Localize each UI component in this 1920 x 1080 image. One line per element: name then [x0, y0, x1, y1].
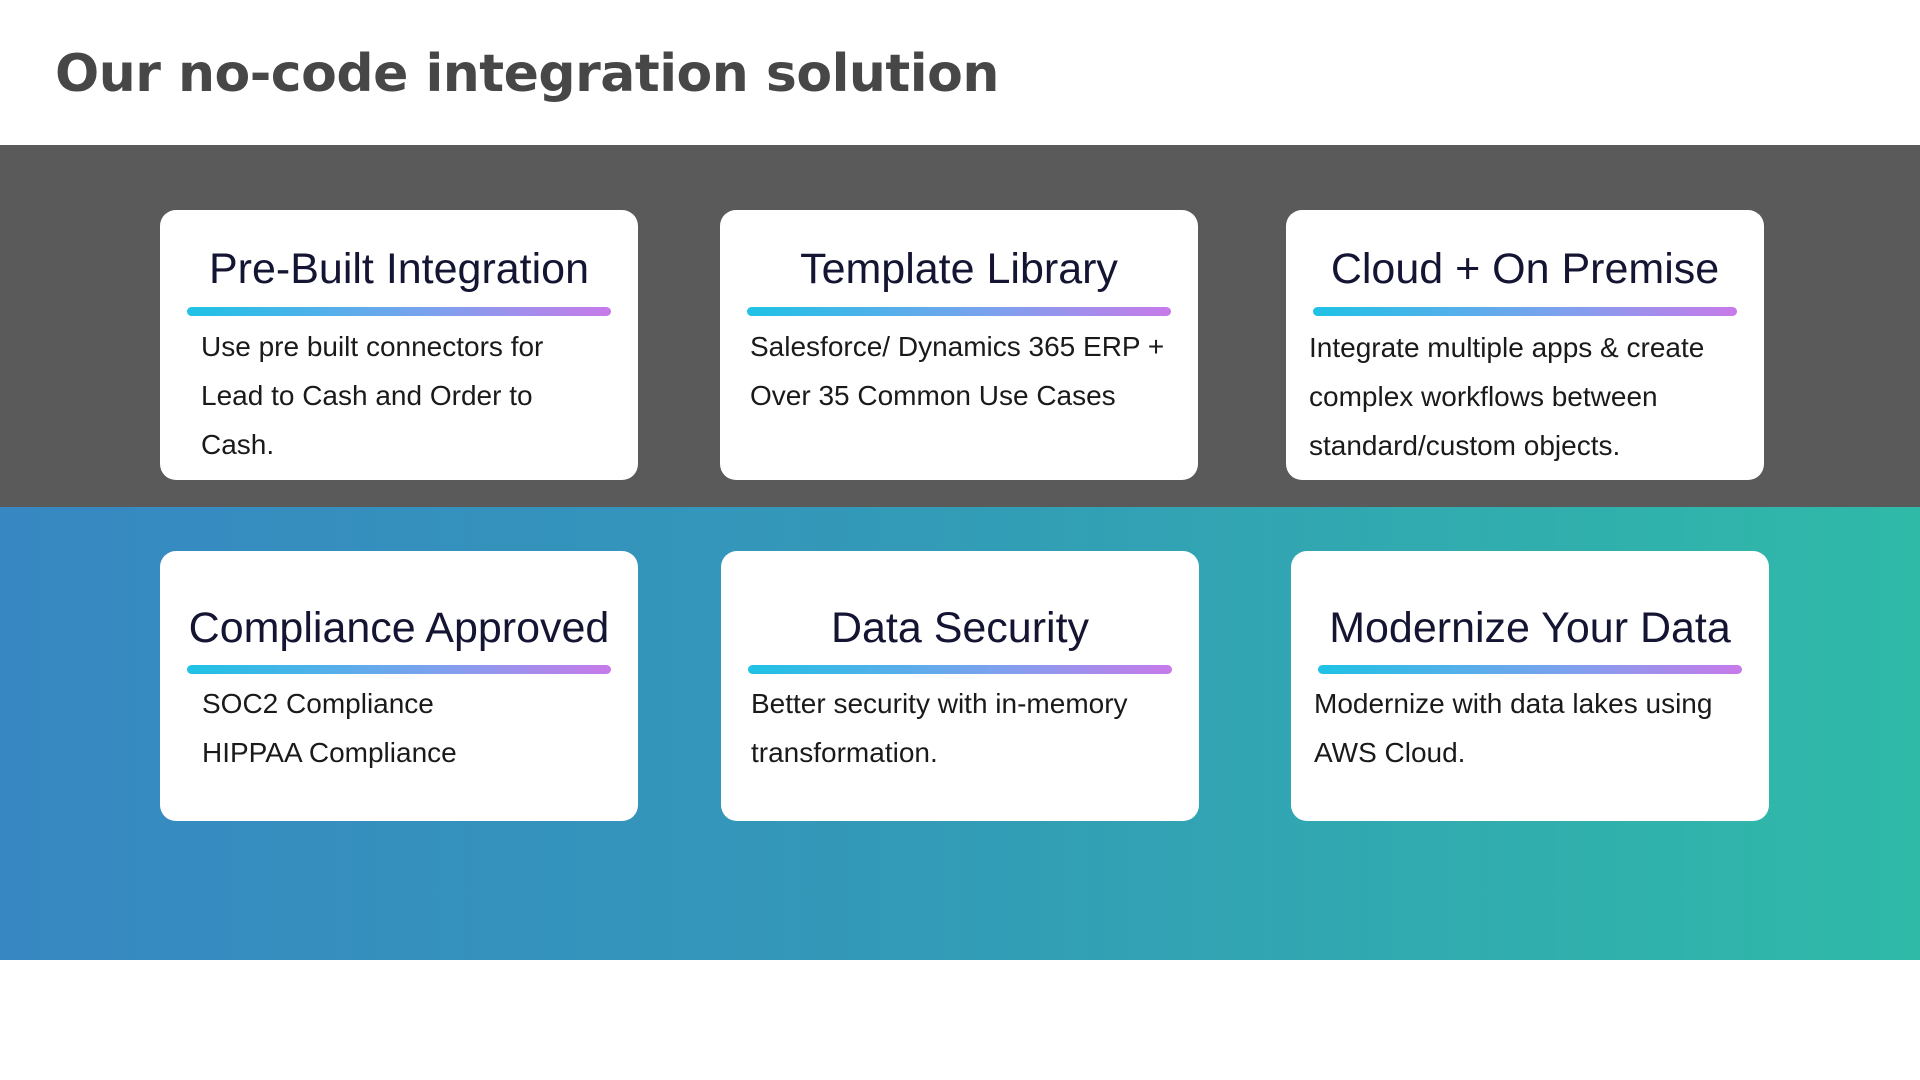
card-line: SOC2 Compliance — [202, 688, 434, 719]
card-line: Over 35 Common Use Cases — [750, 380, 1116, 411]
card-line: HIPPAA Compliance — [202, 737, 457, 768]
card-compliance-approved: Compliance Approved SOC2 Compliance HIPP… — [160, 551, 638, 821]
card-accent-bar — [1313, 307, 1737, 316]
card-accent-bar — [748, 665, 1172, 674]
card-line: AWS Cloud. — [1314, 737, 1466, 768]
card-description: SOC2 Compliance HIPPAA Compliance — [202, 679, 624, 777]
card-description: Integrate multiple apps & create complex… — [1309, 323, 1750, 470]
card-description: Modernize with data lakes using AWS Clou… — [1314, 679, 1755, 777]
card-modernize-your-data: Modernize Your Data Modernize with data … — [1291, 551, 1769, 821]
card-cloud-on-premise: Cloud + On Premise Integrate multiple ap… — [1286, 210, 1764, 480]
card-line: Lead to Cash and Order to — [201, 380, 533, 411]
card-title: Data Security — [830, 604, 1090, 652]
card-description: Use pre built connectors for Lead to Cas… — [201, 322, 624, 469]
card-title: Template Library — [800, 245, 1118, 293]
card-line: Integrate multiple apps & create — [1309, 332, 1705, 363]
card-line: Better security with in-memory — [751, 688, 1128, 719]
card-title: Cloud + On Premise — [1330, 245, 1720, 293]
card-line: Salesforce/ Dynamics 365 ERP + — [750, 331, 1165, 362]
card-accent-bar — [747, 307, 1171, 316]
card-template-library: Template Library Salesforce/ Dynamics 36… — [720, 210, 1198, 480]
card-description: Better security with in-memory transform… — [751, 679, 1185, 777]
card-line: Use pre built connectors for — [201, 331, 544, 362]
card-line: Modernize with data lakes using — [1314, 688, 1713, 719]
card-line: standard/custom objects. — [1309, 430, 1621, 461]
card-line: transformation. — [751, 737, 938, 768]
card-line: Cash. — [201, 429, 275, 460]
card-line: complex workflows between — [1309, 381, 1658, 412]
card-accent-bar — [187, 665, 611, 674]
card-title: Modernize Your Data — [1329, 604, 1731, 652]
card-accent-bar — [1318, 665, 1742, 674]
card-data-security: Data Security Better security with in-me… — [721, 551, 1199, 821]
page-title: Our no-code integration solution — [55, 44, 999, 104]
card-title: Compliance Approved — [188, 604, 610, 652]
card-description: Salesforce/ Dynamics 365 ERP + Over 35 C… — [750, 322, 1184, 420]
card-title: Pre-Built Integration — [208, 245, 590, 293]
card-pre-built-integration: Pre-Built Integration Use pre built conn… — [160, 210, 638, 480]
card-accent-bar — [187, 307, 611, 316]
